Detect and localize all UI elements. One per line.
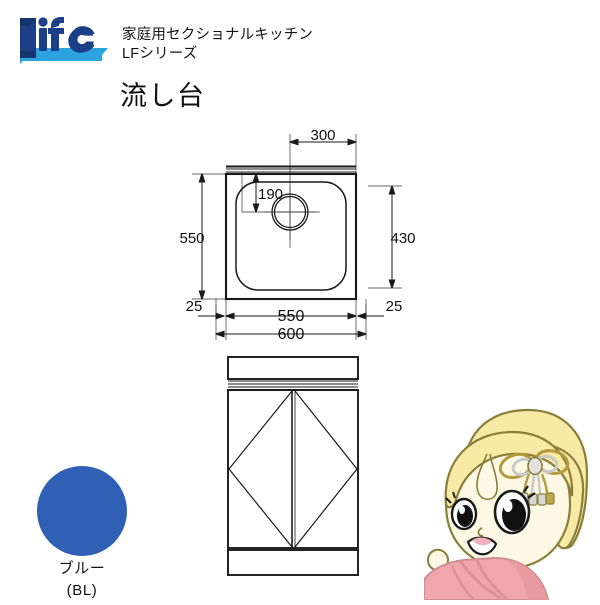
color-label-code: (BL) (66, 582, 98, 599)
color-label-name: ブルー (58, 560, 106, 577)
series-subtitle: 家庭用セクショナルキッチン LFシリーズ (122, 26, 313, 63)
kimono-girl-mascot (423, 408, 600, 602)
dim-total-width: 600 (278, 326, 305, 343)
color-option-block: ブルー (BL) (18, 466, 146, 600)
page-title: 流し台 (120, 81, 206, 111)
dim-right-margin: 25 (386, 298, 403, 315)
page-header: 家庭用セクショナルキッチン LFシリーズ 流し台 (0, 0, 600, 125)
dim-faucet-offset: 300 (310, 128, 335, 144)
hair-ornament-icon (498, 449, 570, 506)
series-subtitle-line-2: LFシリーズ (122, 45, 198, 62)
dim-basin-depth: 430 (390, 230, 415, 247)
sink-front-view-drawing (200, 350, 385, 585)
color-swatch-blue[interactable] (37, 466, 127, 556)
dim-left-margin: 25 (186, 298, 203, 315)
dim-basin-width: 550 (278, 308, 305, 325)
dim-depth-outer: 550 (180, 230, 205, 247)
sink-top-view-drawing: 300 550 430 190 550 600 25 25 (179, 127, 415, 346)
life-logo (16, 14, 112, 64)
series-subtitle-line-1: 家庭用セクショナルキッチン (122, 27, 314, 43)
dim-drain-offset: 190 (258, 186, 283, 203)
